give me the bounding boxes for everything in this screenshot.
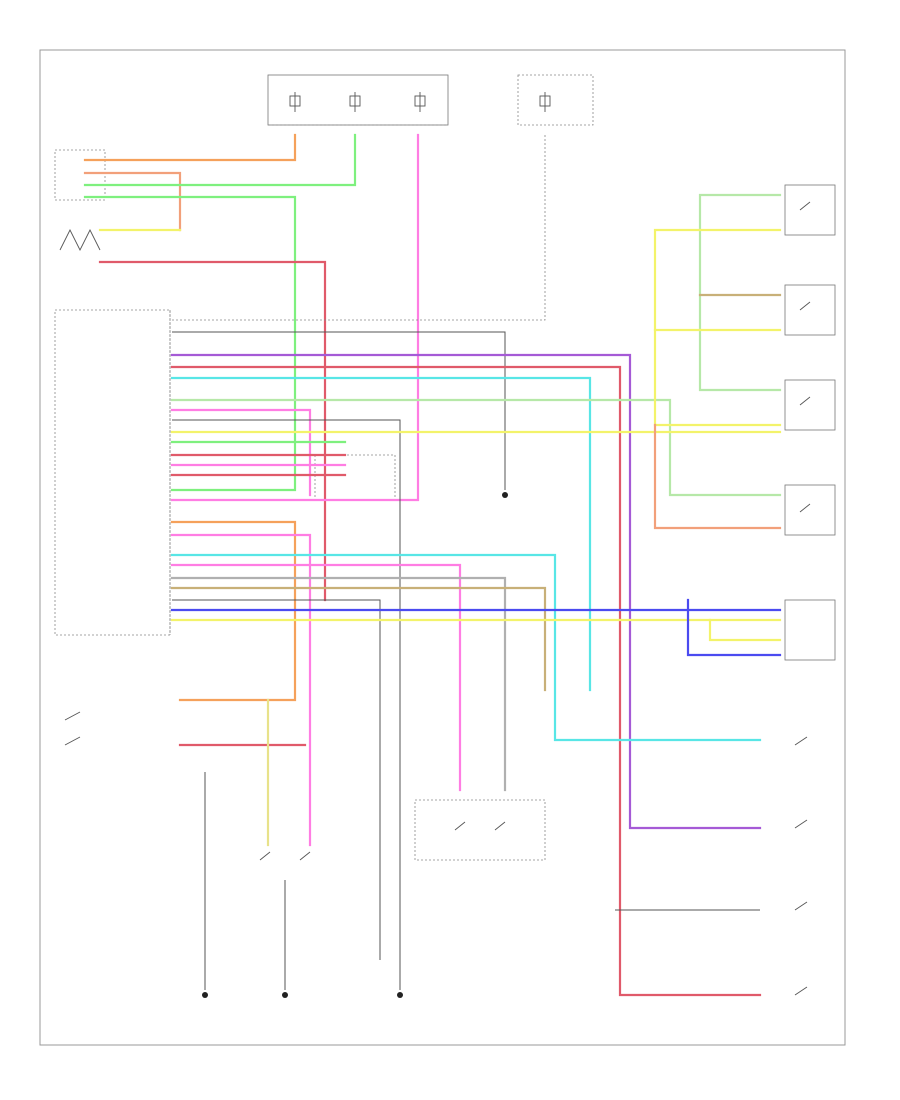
wire-salmon-top xyxy=(83,171,182,232)
switch-box-1 xyxy=(784,184,836,236)
wire-yellow-right-3 xyxy=(708,618,782,642)
fuse-block-right xyxy=(517,74,594,126)
diagram-frame xyxy=(39,49,846,1046)
wire-pink-4 xyxy=(170,563,462,792)
wire-salmon-right xyxy=(653,423,782,530)
wire-black-1 xyxy=(172,331,506,490)
wire-red-relay xyxy=(98,260,327,602)
relay-switch-left xyxy=(59,228,101,252)
fuse-symbols xyxy=(289,92,551,112)
wire-purple xyxy=(170,353,762,830)
connector-center xyxy=(314,454,396,501)
wire-green-down xyxy=(83,195,297,492)
wire-pink-2 xyxy=(170,408,312,497)
wire-blue-right xyxy=(686,598,782,657)
body-control-module xyxy=(54,309,171,636)
wire-lightgreen-1 xyxy=(170,398,782,497)
wire-yellow-right xyxy=(653,228,782,427)
wire-red-long xyxy=(170,365,762,997)
wire-orange-top xyxy=(83,133,297,162)
lower-switches xyxy=(64,711,808,996)
ground-center xyxy=(502,492,508,498)
switch-box-4 xyxy=(784,484,836,536)
wire-black-2 xyxy=(172,419,401,990)
door-switch-boxes xyxy=(784,184,836,661)
switch-box-2 xyxy=(784,284,836,336)
wire-cyan-1 xyxy=(170,376,592,692)
ground-mid xyxy=(282,992,288,998)
connector-top-left xyxy=(54,149,106,201)
wire-green-top xyxy=(83,133,357,187)
switch-box-3 xyxy=(784,379,836,431)
ground-right xyxy=(397,992,403,998)
wire-olive xyxy=(170,586,547,692)
switch-box-5 xyxy=(784,599,836,661)
wire-cyan-2 xyxy=(170,553,762,742)
wire-black-3 xyxy=(172,599,381,960)
wire-gray-2 xyxy=(170,576,507,792)
wire-pink-fuse xyxy=(170,133,420,502)
wire-gray-fuse-right xyxy=(172,135,546,321)
wire-pink-low xyxy=(170,533,312,847)
wires xyxy=(83,133,782,997)
ground-left xyxy=(202,992,208,998)
ground-points xyxy=(202,492,508,998)
wire-lightgreen-right xyxy=(698,193,782,392)
